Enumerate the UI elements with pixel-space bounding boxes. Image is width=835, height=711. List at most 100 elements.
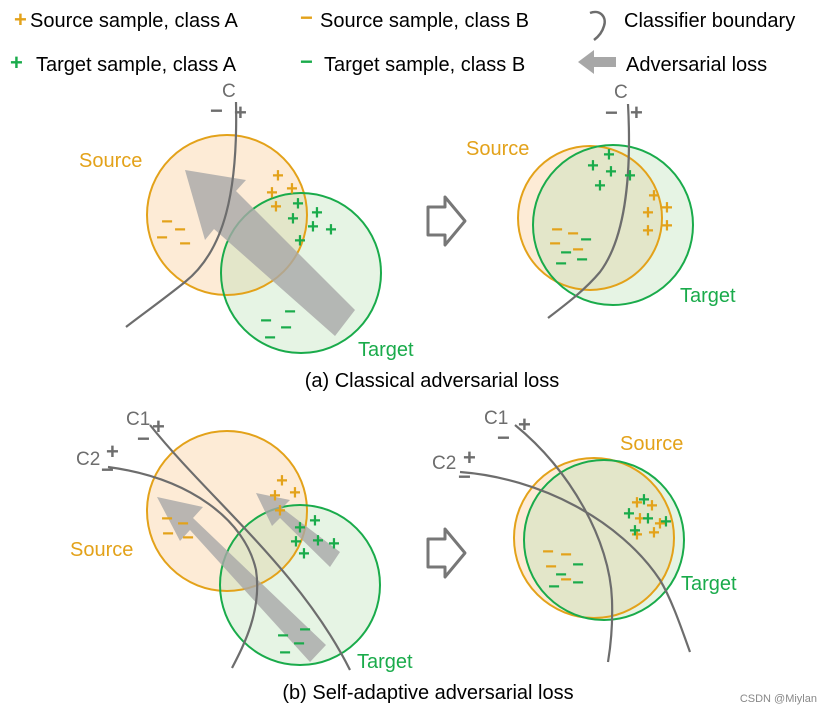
target-circle-outline	[523, 459, 685, 621]
target-class-b-samples: − − − −	[548, 554, 584, 598]
source-label: Source	[79, 150, 142, 172]
sample: −	[548, 576, 560, 598]
legend-source-b-label: Source sample, class B	[320, 10, 529, 32]
sample: +	[272, 165, 284, 187]
sample: −	[560, 242, 572, 264]
sample: −	[293, 633, 305, 655]
sample: +	[631, 524, 643, 546]
sample: −	[572, 572, 584, 594]
sample: +	[269, 485, 281, 507]
classifier-boundary-c1	[514, 424, 614, 663]
legend: + Source sample, class A − Source sample…	[10, 5, 795, 76]
sample: +	[276, 470, 288, 492]
boundary-c1-minus-side: −	[137, 426, 150, 451]
sample: +	[603, 144, 615, 166]
source-class-a-samples: + + + + + +	[631, 492, 666, 546]
sample: −	[174, 219, 186, 241]
boundary-label-c: C	[614, 82, 628, 103]
sample: +	[311, 202, 323, 224]
legend-target-a-marker: +	[10, 50, 23, 75]
sample: +	[289, 482, 301, 504]
panel-b-before: C1 + − C2 + − Source Target + + + + − − …	[70, 409, 413, 673]
adversarial-arrow	[157, 497, 326, 662]
sample: +	[587, 155, 599, 177]
boundary-c1-plus-side: +	[518, 412, 531, 437]
target-label: Target	[357, 651, 413, 673]
caption-a: (a) Classical adversarial loss	[305, 370, 560, 392]
boundary-c2-plus-side: +	[106, 439, 119, 464]
sample: −	[545, 556, 557, 578]
legend-target-b-marker: −	[300, 49, 313, 74]
sample: −	[549, 233, 561, 255]
sample: +	[312, 530, 324, 552]
sample: −	[277, 625, 289, 647]
legend-source-b-marker: −	[300, 5, 313, 30]
sample: +	[328, 533, 340, 555]
target-label: Target	[680, 285, 736, 307]
legend-source-a-label: Source sample, class A	[30, 10, 239, 32]
sample: −	[555, 253, 567, 275]
sample: −	[580, 229, 592, 251]
target-circle-outline	[532, 144, 694, 306]
source-class-a-samples: + + + +	[269, 470, 301, 522]
classifier-boundary	[125, 101, 238, 328]
target-class-a-samples: + + + + + +	[287, 193, 337, 252]
sample: +	[325, 219, 337, 241]
adversarial-arrow	[256, 493, 340, 567]
classifier-boundary	[547, 103, 631, 319]
hollow-right-arrow-icon	[426, 195, 467, 247]
boundary-c2-minus-side: −	[458, 464, 471, 489]
sample: +	[648, 522, 660, 544]
boundary-plus-side: +	[630, 100, 643, 125]
source-class-a-samples: + + + +	[266, 165, 298, 218]
boundary-minus-side: −	[605, 100, 618, 125]
boundary-label-c: C	[222, 81, 236, 102]
source-label: Source	[70, 539, 133, 561]
legend-boundary-label: Classifier boundary	[624, 10, 795, 32]
sample: −	[177, 513, 189, 535]
sample: +	[286, 178, 298, 200]
sample: +	[629, 520, 641, 542]
source-circle-outline	[513, 457, 675, 619]
sample: −	[572, 554, 584, 576]
boundary-label-c1: C1	[126, 409, 150, 430]
sample: +	[309, 510, 321, 532]
sample: −	[264, 327, 276, 349]
target-class-a-samples: + + + + +	[587, 144, 636, 197]
classifier-boundary-c1	[149, 424, 351, 671]
source-class-b-samples: − − − −	[542, 541, 572, 591]
sample: +	[292, 193, 304, 215]
sample: −	[161, 211, 173, 233]
sample: +	[642, 508, 654, 530]
hollow-right-arrow-icon	[426, 527, 467, 579]
sample: +	[294, 517, 306, 539]
sample: +	[307, 216, 319, 238]
panel-a-before: C − + Source Target + + + + − − − − + + …	[79, 81, 414, 361]
sample: +	[631, 492, 643, 514]
sample: +	[648, 185, 660, 207]
boundary-label-c2: C2	[432, 453, 456, 474]
panel-b-after: C1 + − C2 + − Source Target + + + + + + …	[432, 408, 737, 663]
boundary-c2-minus-side: −	[101, 457, 114, 482]
watermark: CSDN @Miylan	[739, 693, 817, 705]
boundary-label-c2: C2	[76, 449, 100, 470]
source-label: Source	[466, 138, 529, 160]
sample: −	[576, 249, 588, 271]
boundary-c1-minus-side: −	[497, 425, 510, 450]
sample: −	[560, 569, 572, 591]
boundary-label-c1: C1	[484, 408, 508, 429]
gray-left-arrow-icon	[578, 50, 616, 74]
source-circle-outline	[517, 145, 663, 291]
sample: −	[567, 223, 579, 245]
source-class-b-samples: − − − −	[161, 508, 194, 549]
sample: −	[284, 301, 296, 323]
sample: +	[654, 513, 666, 535]
sample: +	[605, 161, 617, 183]
sample: −	[572, 239, 584, 261]
curve-icon	[589, 10, 606, 41]
sample: −	[156, 227, 168, 249]
sample: −	[280, 317, 292, 339]
boundary-minus-side: −	[210, 98, 223, 123]
sample: +	[634, 508, 646, 530]
